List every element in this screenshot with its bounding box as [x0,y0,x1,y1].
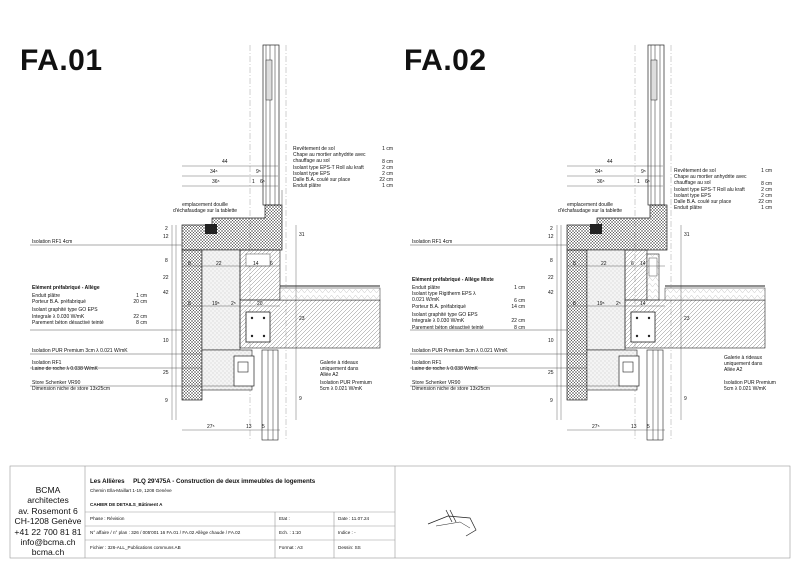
isolation-rf1-bottom-fa02: Isolation RF1 Laine de roche λ 0.038 W/m… [412,360,478,373]
dim-label: 9 [299,396,302,402]
dim-label: 22 [163,275,169,281]
dim-label: 5 [262,424,265,430]
pur-premium-note-fa01: Isolation PUR Premium 5cm λ 0.021 W/mK [320,380,372,393]
isolation-rf1-bottom-fa01: Isolation RF1 Laine de roche λ 0.038 W/m… [32,360,98,373]
office-address: BCMA architectes av. Rosemont 6 CH-1208 … [14,485,82,558]
format: Format : A3 [279,545,303,550]
detail-fa01 [171,44,381,441]
dim-label: 14 [640,301,646,307]
pur-premium-note-fa02: Isolation PUR Premium 5cm λ 0.021 W/mK [724,380,776,393]
project-line: Les Allières PLQ 29'475A - Construction … [90,478,316,485]
store-note-fa02: Store Schenker VR90 Dimension niche de s… [412,380,491,393]
dim-label: 6⁵ [260,179,265,185]
project-address: Chemin Ella-Maillart 1-19, 1208 Genève [90,488,172,493]
dim-label: 8 [573,261,576,267]
dim-label: 8 [188,261,191,267]
dim-label: 14 [640,261,646,267]
indice: Indice : - [338,530,356,535]
dim-label: 23 [299,316,305,322]
dim-label: 36⁵ [212,179,220,185]
dim-label: 14 [253,261,259,267]
dim-label: 22 [601,261,607,267]
dim-label: 6 [631,261,634,267]
galerie-note-fa02: Galerie à rideaux uniquement dans Allée … [724,355,763,374]
dim-label: 19⁵ [597,301,605,307]
dim-label: 22 [548,275,554,281]
dim-label: 8 [573,301,576,307]
dim-label: 44 [607,159,613,165]
dim-label: 19⁵ [212,301,220,307]
dim-label: 2⁵ [231,301,236,307]
dim-label: 27⁵ [207,424,215,430]
dim-label: 8 [550,258,553,264]
dim-label: 12 [548,234,554,240]
dim-label: 20 [257,301,263,307]
dim-label: 34⁵ [210,169,218,175]
dim-label: 6⁵ [645,179,650,185]
store-note-fa01: Store Schenker VR90 Dimension niche de s… [32,380,111,393]
isolation-rf1-top-fa02: Isolation RF1 4cm [412,239,453,245]
dim-label: 23 [684,316,690,322]
dim-label: 2 [165,226,168,232]
dim-label: 10 [163,338,169,344]
dessin: Dessin: SS [338,545,361,550]
dim-label: 22 [216,261,222,267]
dim-label: 9⁵ [641,169,646,175]
fichier: Fichier : 326-ALL_Publications communs A… [90,545,181,550]
echelle: Ech. : 1:10 [279,530,301,535]
scaffold-note-fa01: emplacement douille d'échafaudage sur la… [172,202,238,215]
title-block-frame [9,465,791,559]
date: Date : 11.07.24 [338,516,370,521]
dim-label: 2⁵ [616,301,621,307]
isolation-rf1-top-fa01: Isolation RF1 4cm [32,239,73,245]
dim-label: 31 [684,232,690,238]
section-title-fa01: FA.01 [20,44,103,77]
isolation-pur-fa01: Isolation PUR Premium 3cm λ 0.021 W/mK [32,348,128,354]
dim-label: 25 [163,370,169,376]
dim-label: 9 [550,398,553,404]
dim-label: 9⁵ [256,169,261,175]
scaffold-note-fa02: emplacement douille d'échafaudage sur la… [557,202,623,215]
dim-label: 13 [631,424,637,430]
dim-label: 8 [188,301,191,307]
dim-label: 1 [252,179,255,185]
leader-lines [30,190,668,387]
dim-label: 27⁵ [592,424,600,430]
affaire: N° affaire / n° plan : 326 / 005'001 16 … [90,530,241,535]
section-title-fa02: FA.02 [404,44,487,77]
dim-label: 12 [163,234,169,240]
dim-label: 8 [165,258,168,264]
dim-label: 9 [165,398,168,404]
key-plan [427,509,477,537]
sheet-title: CAHIER DE DETAILS_Bâtiment A [90,502,163,507]
dim-label: 2 [550,226,553,232]
dim-label: 34⁵ [595,169,603,175]
dim-label: 9 [684,396,687,402]
detail-fa02 [556,44,766,441]
dim-label: 1 [637,179,640,185]
dim-label: 5 [647,424,650,430]
dim-label: 42 [163,290,169,296]
element-title-fa02: Elément préfabriqué - Allège Mixte [412,277,494,283]
dim-label: 6 [270,261,273,267]
dim-label: 31 [299,232,305,238]
galerie-note-fa01: Galerie à rideaux uniquement dans Allée … [320,360,359,379]
dim-label: 42 [548,290,554,296]
element-title-fa01: Elément préfabriqué - Allège [32,285,100,291]
dim-label: 44 [222,159,228,165]
phase: Phase : Révision [90,516,125,521]
etat: Etat : [279,516,290,521]
dim-label: 25 [548,370,554,376]
dim-label: 10 [548,338,554,344]
isolation-pur-fa02: Isolation PUR Premium 3cm λ 0.021 W/mK [412,348,508,354]
dim-label: 13 [246,424,252,430]
dim-label: 36⁵ [597,179,605,185]
